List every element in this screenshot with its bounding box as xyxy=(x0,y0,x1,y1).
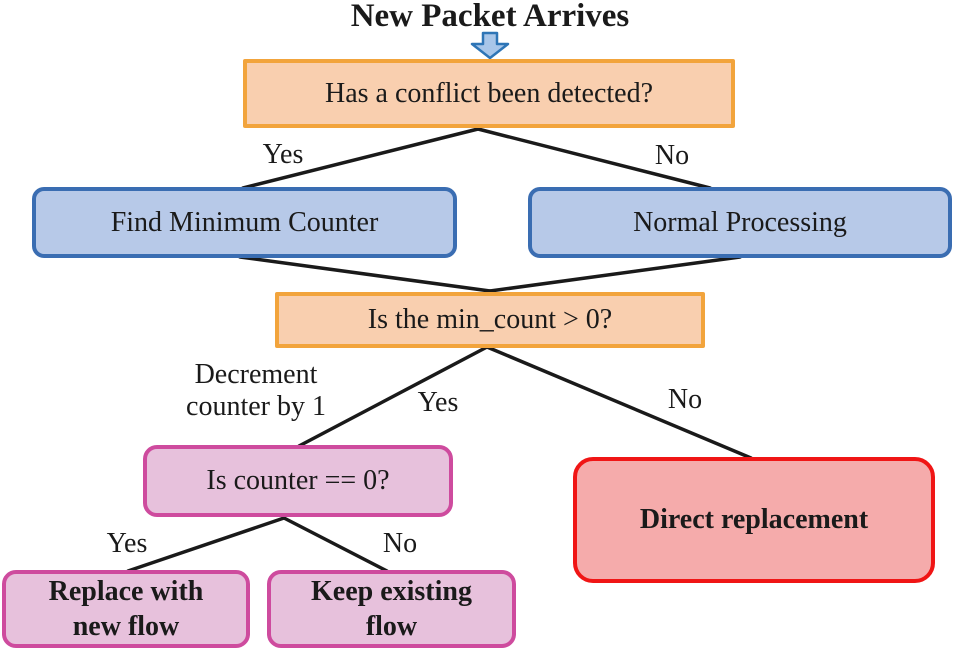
edge-label-no-min-count: No xyxy=(667,383,703,415)
edge-label-no-counter: No xyxy=(382,527,418,559)
terminal-replace-with-new-flow-label: Replace with new flow xyxy=(48,576,204,642)
edge-min-no xyxy=(485,345,753,460)
decision-min-count: Is the min_count > 0? xyxy=(275,292,705,348)
down-arrow-icon xyxy=(470,31,510,60)
process-find-minimum-counter-label: Find Minimum Counter xyxy=(110,206,379,238)
edge-label-decrement-counter: Decrement counter by 1 xyxy=(186,358,326,422)
edge-findmin-to-min xyxy=(238,255,492,293)
terminal-replace-with-new-flow: Replace with new flow xyxy=(2,570,250,648)
edge-counter-yes xyxy=(126,516,286,573)
process-normal-processing: Normal Processing xyxy=(528,187,952,258)
process-normal-processing-label: Normal Processing xyxy=(633,206,847,238)
process-find-minimum-counter: Find Minimum Counter xyxy=(32,187,457,258)
edge-label-yes-conflict: Yes xyxy=(262,138,304,170)
terminal-direct-replacement-label: Direct replacement xyxy=(639,504,869,536)
terminal-direct-replacement: Direct replacement xyxy=(573,457,935,583)
decision-counter-zero: Is counter == 0? xyxy=(143,445,453,517)
edge-label-yes-counter: Yes xyxy=(106,527,148,559)
edge-conflict-no xyxy=(476,127,712,190)
terminal-keep-existing-flow-label: Keep existing flow xyxy=(311,576,472,642)
decision-counter-zero-label: Is counter == 0? xyxy=(206,465,390,497)
edge-min-yes xyxy=(297,345,489,448)
decision-conflict-label: Has a conflict been detected? xyxy=(324,77,654,109)
edge-counter-no xyxy=(282,516,389,573)
edge-label-yes-min-count: Yes xyxy=(417,386,459,418)
terminal-keep-existing-flow: Keep existing flow xyxy=(267,570,516,648)
decision-conflict-detected: Has a conflict been detected? xyxy=(243,59,735,128)
edge-normal-to-min xyxy=(488,255,742,293)
edge-conflict-yes xyxy=(241,127,480,190)
diagram-title: New Packet Arrives xyxy=(350,0,630,34)
edge-label-no-conflict: No xyxy=(654,139,690,171)
decision-min-count-label: Is the min_count > 0? xyxy=(367,304,613,336)
